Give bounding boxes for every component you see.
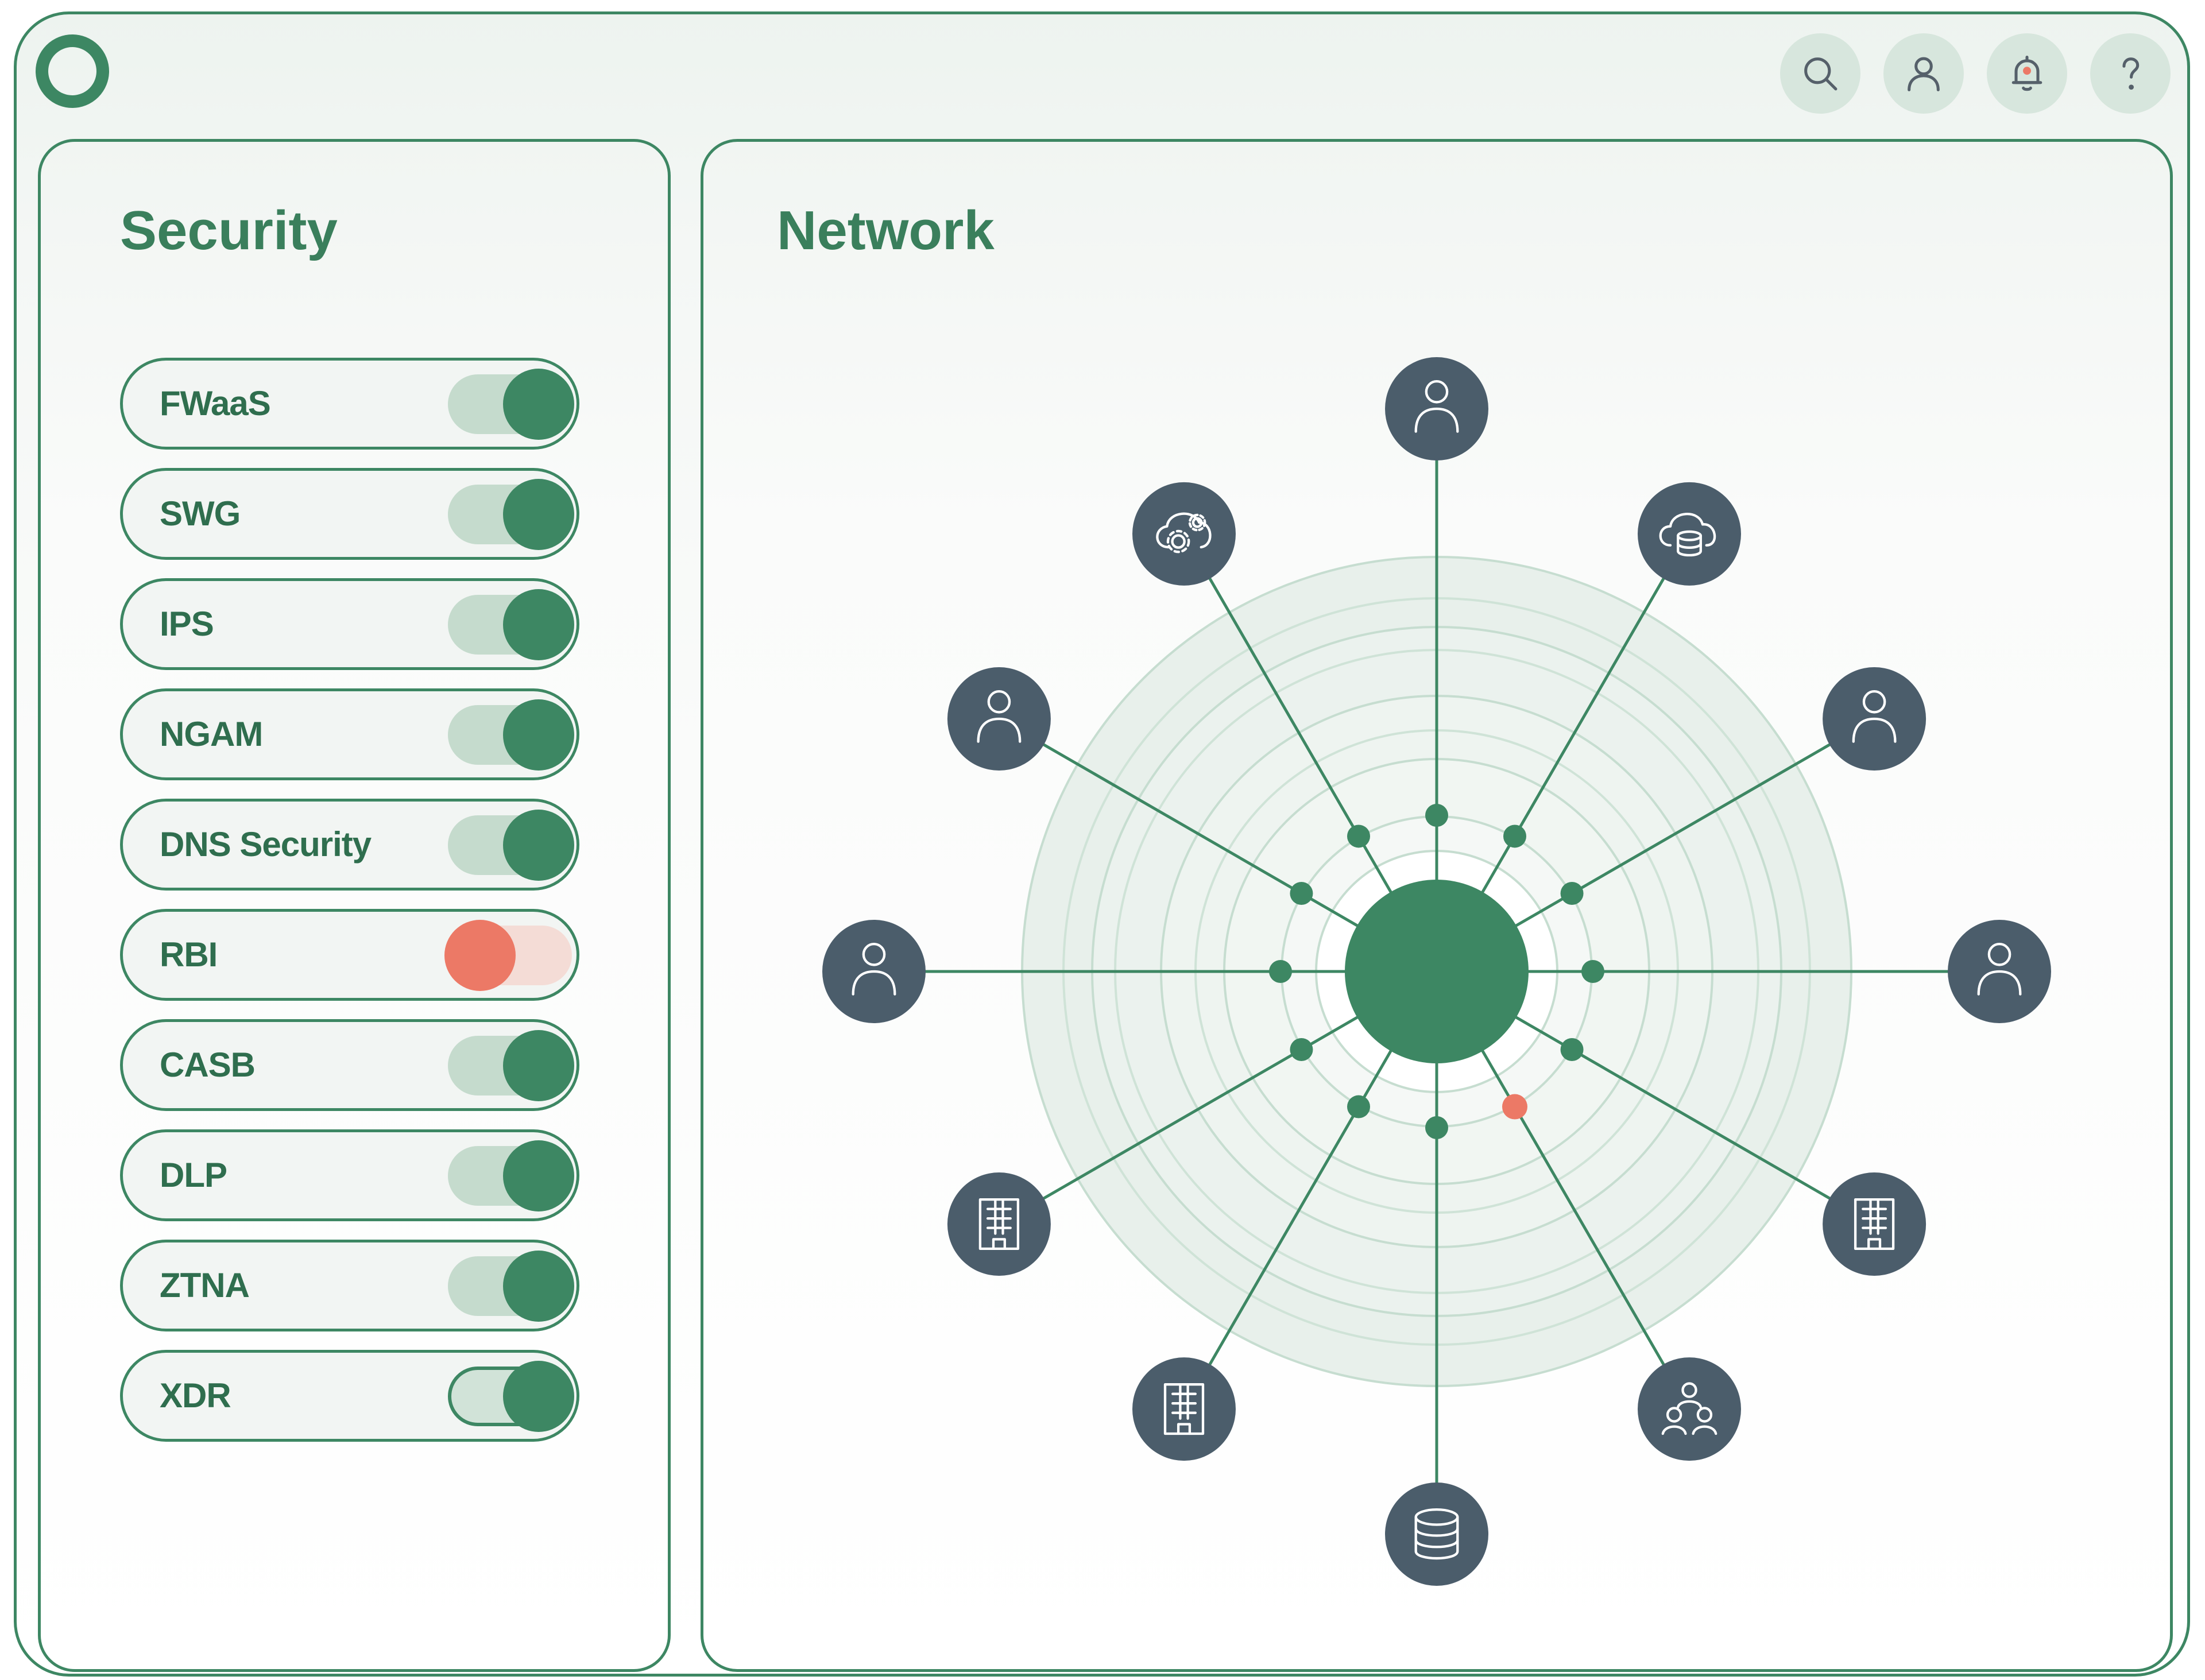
search-button[interactable] xyxy=(1780,33,1860,114)
building-icon xyxy=(1854,1198,1895,1251)
user-icon xyxy=(1977,943,2022,996)
toggle-switch-ngam[interactable] xyxy=(448,699,574,771)
toggle-label: CASB xyxy=(160,1046,256,1084)
network-node[interactable] xyxy=(1823,667,1927,771)
bell-icon xyxy=(2011,55,2042,91)
toggle-switch-swg[interactable] xyxy=(448,479,574,550)
toggle-row-ips[interactable]: IPS xyxy=(120,578,579,670)
connection-dot xyxy=(1503,824,1526,848)
network-node[interactable] xyxy=(1638,1357,1741,1461)
connection-dot xyxy=(1290,1038,1313,1061)
network-node[interactable] xyxy=(947,667,1051,771)
toggle-switch-ips[interactable] xyxy=(448,589,574,660)
connection-dot xyxy=(1347,824,1370,848)
notifications-button[interactable] xyxy=(1987,33,2067,114)
team-icon xyxy=(1661,1382,1717,1435)
user-icon xyxy=(1908,57,1940,92)
toggle-row-ztna[interactable]: ZTNA xyxy=(120,1240,579,1331)
user-icon xyxy=(977,690,1022,743)
network-node[interactable] xyxy=(1638,482,1741,586)
network-nodes xyxy=(822,357,2051,1586)
toggle-knob xyxy=(503,1030,574,1101)
network-title: Network xyxy=(777,200,995,261)
toggle-label: SWG xyxy=(160,494,241,533)
toggle-knob xyxy=(503,810,574,881)
toggle-label: FWaaS xyxy=(160,384,271,423)
notification-dot xyxy=(2023,67,2031,75)
network-node[interactable] xyxy=(1948,920,2051,1023)
account-button[interactable] xyxy=(1883,33,1964,114)
security-panel: Security FWaaS SWG IPS NGAM DNS Security… xyxy=(38,139,671,1672)
toggle-row-rbi[interactable]: RBI xyxy=(120,909,579,1001)
toggle-switch-casb[interactable] xyxy=(448,1030,574,1101)
toggle-row-dlp[interactable]: DLP xyxy=(120,1129,579,1221)
toggle-row-ngam[interactable]: NGAM xyxy=(120,688,579,780)
toggle-knob xyxy=(503,699,574,771)
network-node[interactable] xyxy=(1823,1172,1927,1276)
toggle-knob xyxy=(503,1140,574,1211)
toggle-label: RBI xyxy=(160,935,218,974)
toggle-label: IPS xyxy=(160,605,214,643)
toggle-knob xyxy=(503,369,574,440)
help-icon xyxy=(2122,57,2140,90)
toggle-row-swg[interactable]: SWG xyxy=(120,468,579,560)
toggle-row-casb[interactable]: CASB xyxy=(120,1019,579,1111)
user-icon xyxy=(1852,690,1897,743)
toggle-label: ZTNA xyxy=(160,1266,250,1304)
toggle-row-dns-security[interactable]: DNS Security xyxy=(120,799,579,891)
toggle-knob xyxy=(503,1251,574,1322)
toggle-row-xdr[interactable]: XDR xyxy=(120,1350,579,1442)
connection-dot xyxy=(1560,1038,1584,1061)
toggle-label: XDR xyxy=(160,1376,231,1415)
network-node[interactable] xyxy=(1132,1357,1236,1461)
connection-dot xyxy=(1425,1116,1448,1139)
cloud-database-icon xyxy=(1659,513,1716,557)
connection-dot xyxy=(1560,882,1584,905)
toggle-switch-rbi[interactable] xyxy=(444,920,572,991)
connection-dot xyxy=(1269,960,1292,983)
database-icon xyxy=(1414,1508,1459,1560)
toggle-switch-dns-security[interactable] xyxy=(448,810,574,881)
cloud-settings-icon xyxy=(1156,512,1212,553)
network-node[interactable] xyxy=(1385,357,1488,460)
help-button[interactable] xyxy=(2090,33,2171,114)
connection-dot xyxy=(1347,1095,1370,1118)
network-node[interactable] xyxy=(947,1172,1051,1276)
toggle-switch-dlp[interactable] xyxy=(448,1140,574,1211)
toggle-label: NGAM xyxy=(160,715,263,753)
network-hub[interactable] xyxy=(1345,880,1529,1063)
connection-dot xyxy=(1290,882,1313,905)
toggle-switch-ztna[interactable] xyxy=(448,1251,574,1322)
connection-dot xyxy=(1425,804,1448,827)
search-icon xyxy=(1804,57,1838,91)
alert-dot xyxy=(1502,1094,1527,1120)
network-node[interactable] xyxy=(1385,1482,1488,1586)
connection-dot xyxy=(1581,960,1604,983)
building-icon xyxy=(978,1198,1020,1251)
network-node[interactable] xyxy=(822,920,926,1023)
toggle-label: DNS Security xyxy=(160,825,372,864)
toggle-knob xyxy=(503,479,574,550)
security-title: Security xyxy=(120,200,338,261)
toggle-knob xyxy=(503,1361,574,1432)
connection-dots xyxy=(1269,804,1604,1139)
network-node[interactable] xyxy=(1132,482,1236,586)
toggle-switch-xdr[interactable] xyxy=(448,1361,574,1432)
toggle-knob xyxy=(503,589,574,660)
toggle-knob xyxy=(444,920,516,991)
user-icon xyxy=(852,943,896,996)
building-icon xyxy=(1163,1383,1205,1435)
toggle-label: DLP xyxy=(160,1156,227,1194)
toggle-row-fwaas[interactable]: FWaaS xyxy=(120,358,579,450)
toggle-switch-fwaas[interactable] xyxy=(448,369,574,440)
user-icon xyxy=(1414,380,1459,433)
